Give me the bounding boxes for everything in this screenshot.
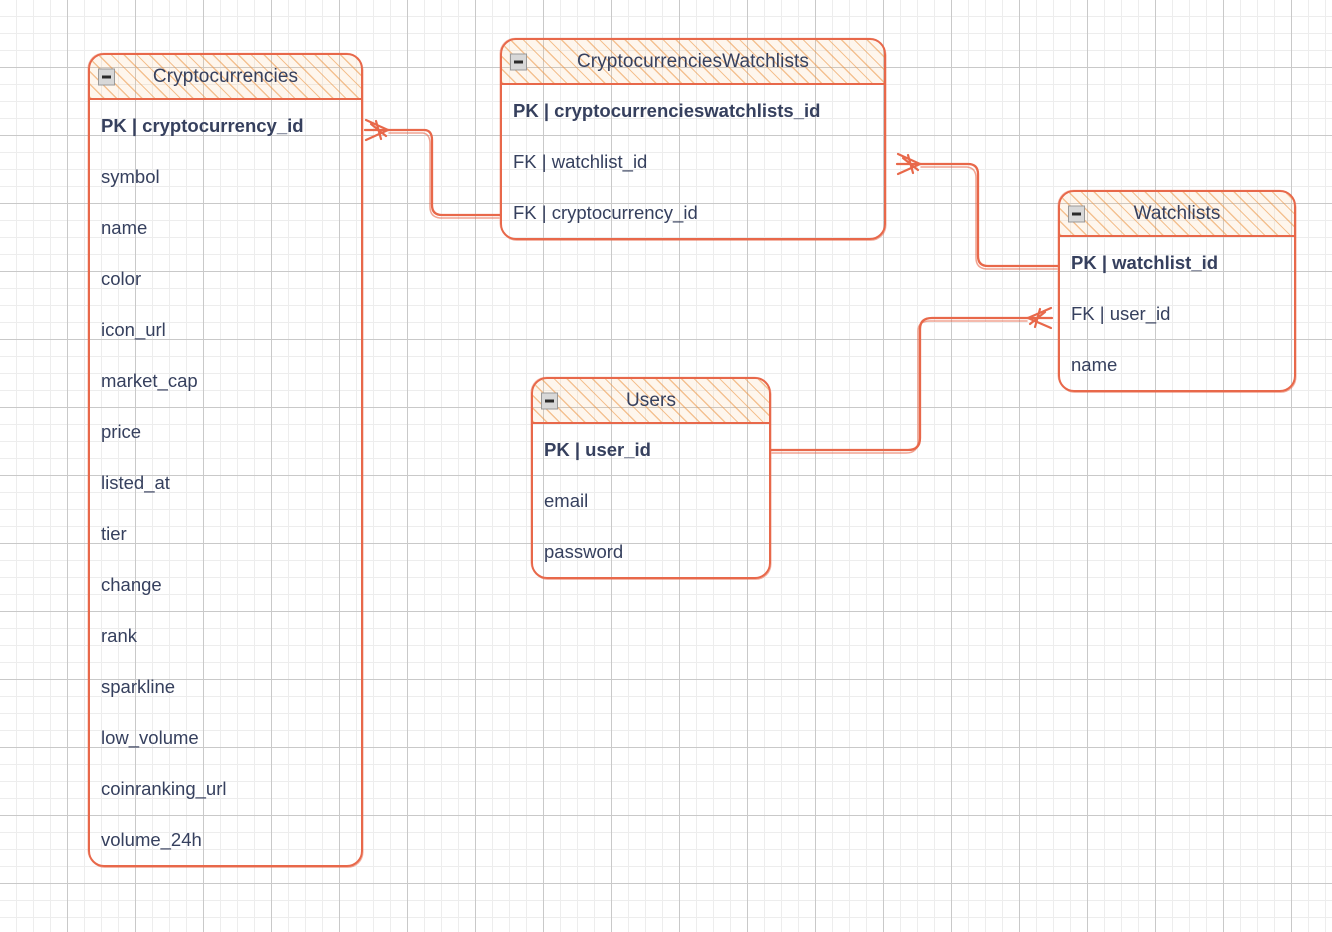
entity-header-cryptocurrencieswatchlists[interactable]: CryptocurrenciesWatchlists [502, 40, 884, 85]
field-row[interactable]: tier [90, 508, 361, 559]
field-row[interactable]: PK | cryptocurrencieswatchlists_id [502, 85, 884, 136]
field-label: PK | watchlist_id [1071, 251, 1219, 273]
field-row[interactable]: PK | cryptocurrency_id [90, 100, 361, 151]
field-row[interactable]: FK | cryptocurrency_id [502, 187, 884, 238]
field-label: coinranking_url [101, 777, 227, 799]
field-row[interactable]: market_cap [90, 355, 361, 406]
field-label: low_volume [101, 726, 199, 748]
field-label: icon_url [101, 318, 166, 340]
field-label: PK | cryptocurrency_id [101, 114, 304, 136]
field-row[interactable]: volume_24h [90, 814, 361, 865]
relationship-users-to-watchlists [769, 306, 1054, 454]
entity-header-cryptocurrencies[interactable]: Cryptocurrencies [90, 55, 361, 100]
field-row[interactable]: coinranking_url [90, 763, 361, 814]
field-label: PK | cryptocurrencieswatchlists_id [513, 99, 821, 121]
field-row[interactable]: name [1060, 339, 1294, 390]
field-row[interactable]: PK | watchlist_id [1060, 237, 1294, 288]
entity-title: Cryptocurrencies [152, 65, 299, 87]
field-label: tier [101, 522, 127, 544]
crows-foot-icon [895, 152, 922, 176]
field-label: FK | watchlist_id [513, 150, 648, 172]
field-row[interactable]: icon_url [90, 304, 361, 355]
crows-foot-icon [1026, 306, 1054, 330]
field-row[interactable]: listed_at [90, 457, 361, 508]
field-label: PK | user_id [544, 438, 651, 460]
field-label: market_cap [101, 369, 198, 391]
field-row[interactable]: change [90, 559, 361, 610]
field-row[interactable]: rank [90, 610, 361, 661]
entity-body-watchlists: PK | watchlist_id FK | user_id name [1060, 237, 1294, 390]
field-label: sparkline [101, 675, 176, 697]
field-row[interactable]: name [90, 202, 361, 253]
field-label: FK | cryptocurrency_id [513, 201, 698, 223]
field-label: email [544, 489, 589, 511]
entity-cryptocurrencies[interactable]: Cryptocurrencies PK | cryptocurrency_id … [88, 53, 363, 867]
field-row[interactable]: password [533, 526, 769, 577]
field-label: symbol [101, 165, 160, 187]
relationship-cryptocurrencies-to-cryptocurrencieswatchlists [363, 118, 502, 219]
field-row[interactable]: sparkline [90, 661, 361, 712]
field-row[interactable]: FK | user_id [1060, 288, 1294, 339]
field-label: name [101, 216, 148, 238]
minus-icon[interactable] [98, 68, 115, 85]
entity-cryptocurrencieswatchlists[interactable]: CryptocurrenciesWatchlists PK | cryptocu… [500, 38, 886, 240]
minus-icon[interactable] [1068, 205, 1085, 222]
field-label: price [101, 420, 142, 442]
field-row[interactable]: PK | user_id [533, 424, 769, 475]
entity-title: Watchlists [1133, 202, 1221, 224]
field-label: volume_24h [101, 828, 202, 850]
field-row[interactable]: low_volume [90, 712, 361, 763]
crows-foot-icon [363, 118, 390, 142]
entity-body-cryptocurrencieswatchlists: PK | cryptocurrencieswatchlists_id FK | … [502, 85, 884, 238]
minus-icon[interactable] [541, 392, 558, 409]
field-row[interactable]: price [90, 406, 361, 457]
field-label: name [1071, 353, 1118, 375]
minus-icon[interactable] [510, 53, 527, 70]
entity-header-watchlists[interactable]: Watchlists [1060, 192, 1294, 237]
field-label: password [544, 540, 624, 562]
field-row[interactable]: email [533, 475, 769, 526]
entity-body-users: PK | user_id email password [533, 424, 769, 577]
field-label: listed_at [101, 471, 170, 493]
relationship-cryptocurrencieswatchlists-to-watchlists [895, 152, 1060, 270]
field-row[interactable]: color [90, 253, 361, 304]
entity-title: Users [625, 389, 677, 411]
field-row[interactable]: symbol [90, 151, 361, 202]
field-label: color [101, 267, 142, 289]
field-label: FK | user_id [1071, 302, 1171, 324]
entity-header-users[interactable]: Users [533, 379, 769, 424]
entity-body-cryptocurrencies: PK | cryptocurrency_id symbol name color… [90, 100, 361, 865]
field-label: change [101, 573, 162, 595]
entity-users[interactable]: Users PK | user_id email password [531, 377, 771, 579]
entity-title: CryptocurrenciesWatchlists [576, 50, 810, 72]
entity-watchlists[interactable]: Watchlists PK | watchlist_id FK | user_i… [1058, 190, 1296, 392]
field-label: rank [101, 624, 137, 646]
field-row[interactable]: FK | watchlist_id [502, 136, 884, 187]
